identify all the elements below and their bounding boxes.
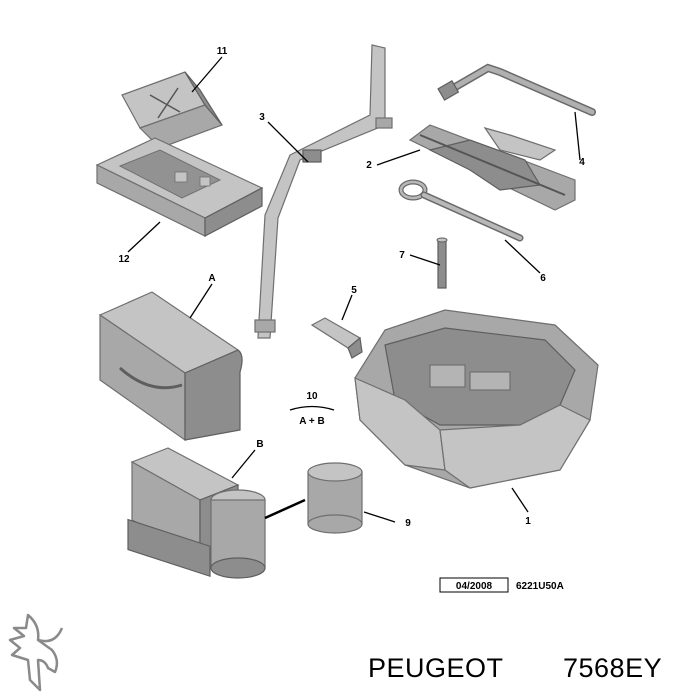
callout-10: 10 [306, 391, 318, 402]
callout-5: 5 [351, 285, 357, 296]
callout-labels: 11 12 3 2 4 6 7 5 10 A + B A B 9 1 [118, 46, 585, 529]
callout-A: A [208, 273, 215, 284]
callout-7: 7 [399, 250, 405, 261]
revision-stamp: 04/2008 6221U50A [439, 577, 564, 593]
part-7-stud [436, 237, 448, 289]
callout-B: B [256, 439, 263, 450]
part-1-storage-bin [354, 309, 599, 489]
brand-name: PEUGEOT [368, 653, 504, 683]
stamp-reference: 6221U50A [516, 581, 564, 592]
callout-6: 6 [540, 273, 546, 284]
callout-12: 12 [118, 254, 130, 265]
part-6-towing-eye [398, 179, 524, 242]
callout-3: 3 [259, 112, 265, 123]
callout-11: 11 [217, 46, 228, 57]
callout-2: 2 [366, 160, 372, 171]
part-9-cartridge [264, 462, 363, 534]
part-A-case [98, 291, 243, 442]
callout-9: 9 [405, 518, 411, 529]
callout-4: 4 [579, 157, 585, 168]
part-12-tray [95, 137, 264, 237]
part-B-compressor [127, 447, 266, 579]
part-4-wheel-brace [437, 63, 596, 116]
part-number: 7568EY [563, 653, 662, 683]
part-11-chock [121, 71, 224, 149]
part-2-jack [408, 124, 576, 211]
callout-10-sub: A + B [299, 416, 324, 427]
stamp-date: 04/2008 [456, 581, 493, 592]
leader-lines [127, 56, 581, 523]
callout-1: 1 [525, 516, 531, 527]
part-5-clip [310, 317, 363, 359]
part-3-strap [254, 44, 393, 339]
peugeot-lion-logo [8, 613, 64, 692]
